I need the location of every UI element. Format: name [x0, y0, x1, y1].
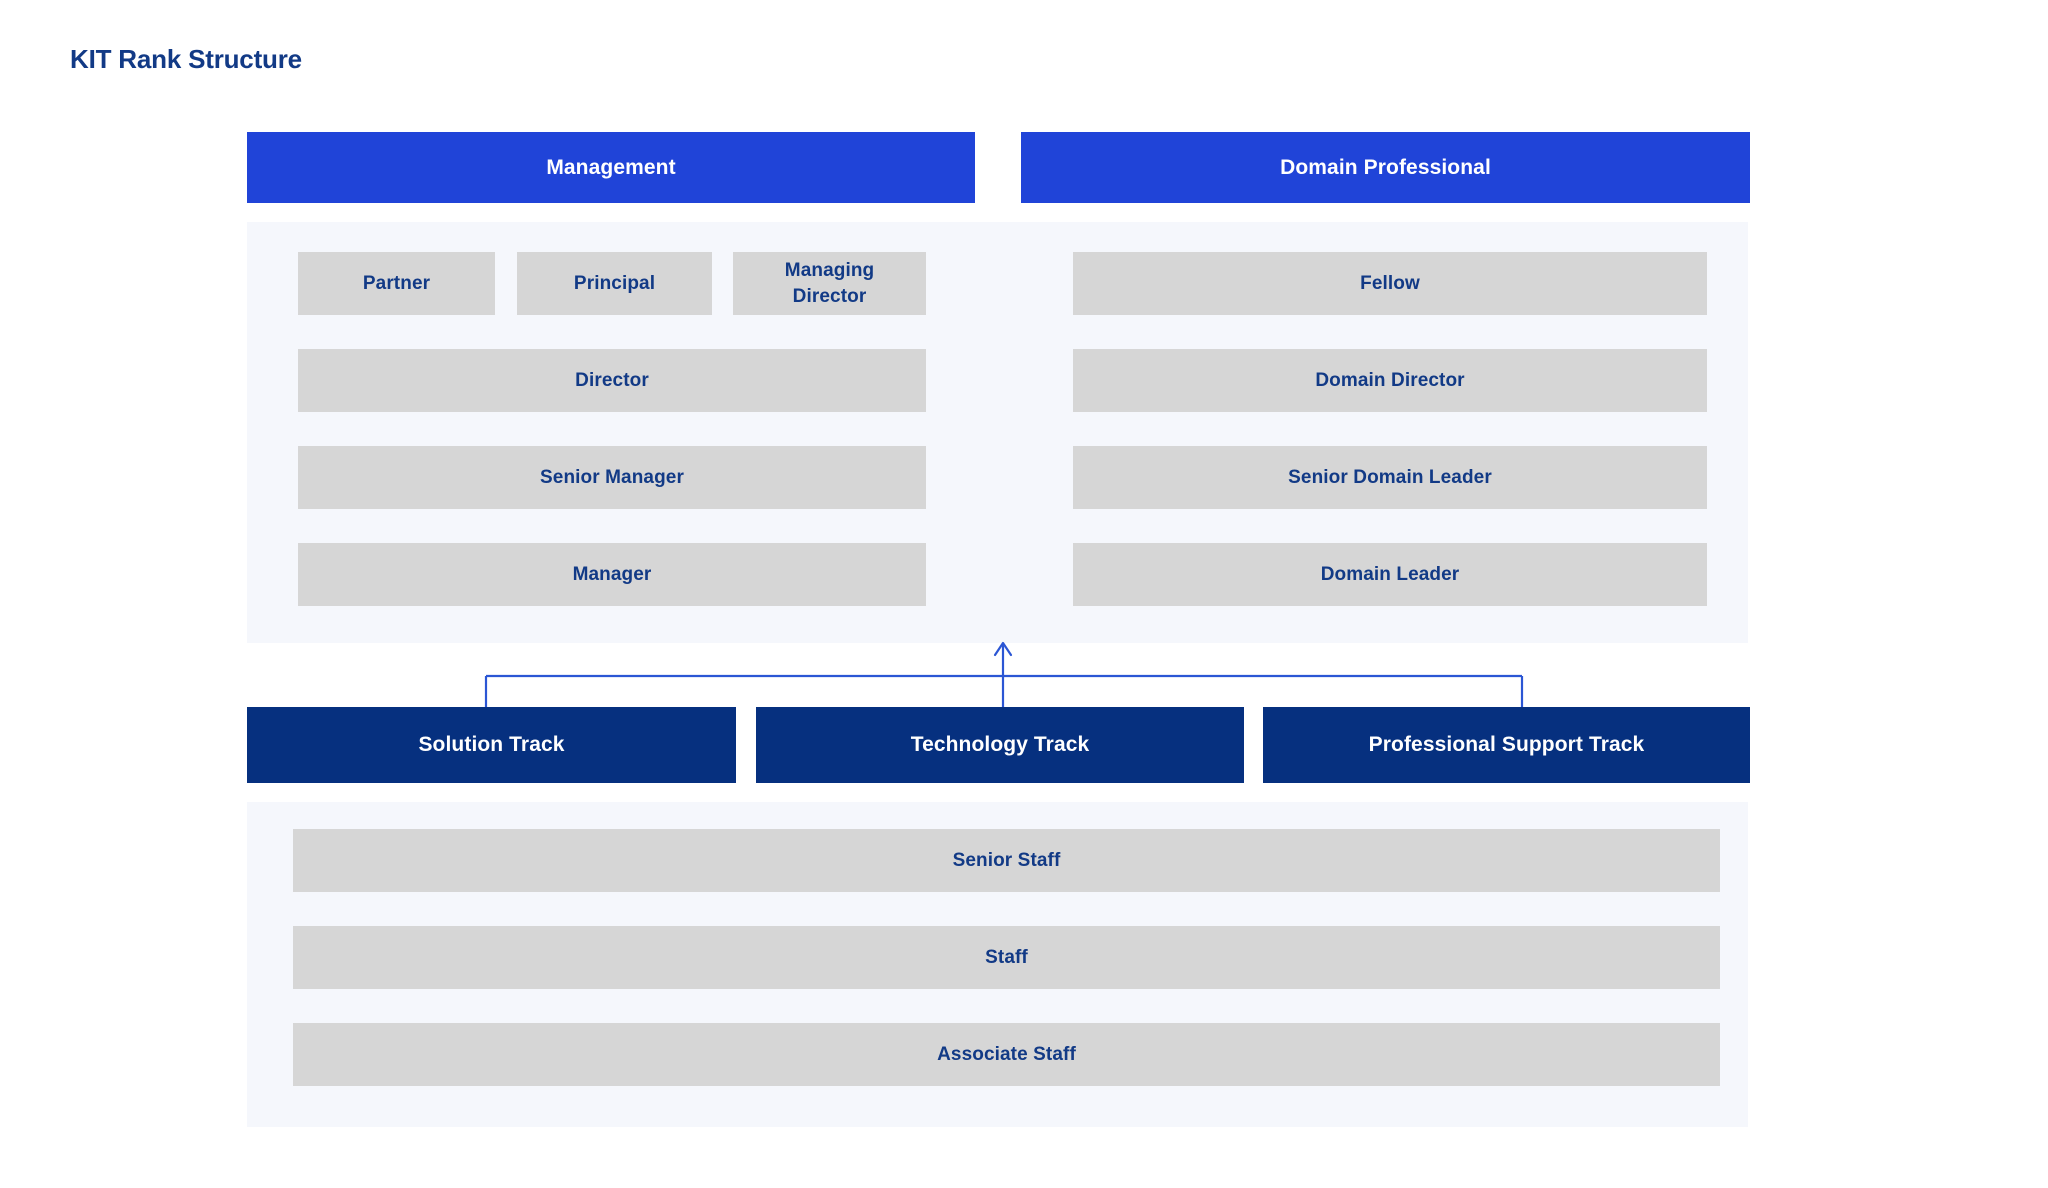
rank-box-domain-leader[interactable]: Domain Leader — [1073, 543, 1707, 606]
rank-box-principal[interactable]: Principal — [517, 252, 712, 315]
rank-box-domain-director[interactable]: Domain Director — [1073, 349, 1707, 412]
track-bar-professional-support-track[interactable]: Professional Support Track — [1263, 707, 1750, 783]
rank-box-staff[interactable]: Staff — [293, 926, 1720, 989]
rank-box-partner[interactable]: Partner — [298, 252, 495, 315]
rank-box-fellow[interactable]: Fellow — [1073, 252, 1707, 315]
rank-box-manager[interactable]: Manager — [298, 543, 926, 606]
arrow-up-icon — [993, 641, 1013, 657]
rank-box-director[interactable]: Director — [298, 349, 926, 412]
rank-box-senior-domain-leader[interactable]: Senior Domain Leader — [1073, 446, 1707, 509]
rank-box-associate-staff[interactable]: Associate Staff — [293, 1023, 1720, 1086]
column-header-management[interactable]: Management — [247, 132, 975, 203]
rank-label-line-1: Managing — [784, 259, 875, 281]
page-title: KIT Rank Structure — [70, 44, 302, 74]
column-header-domain-professional[interactable]: Domain Professional — [1021, 132, 1750, 203]
rank-box-managing-director[interactable]: Managing Director — [733, 252, 926, 315]
rank-label-line-2: Director — [792, 285, 867, 307]
track-bar-technology-track[interactable]: Technology Track — [756, 707, 1244, 783]
rank-box-senior-staff[interactable]: Senior Staff — [293, 829, 1720, 892]
rank-box-senior-manager[interactable]: Senior Manager — [298, 446, 926, 509]
track-bar-solution-track[interactable]: Solution Track — [247, 707, 736, 783]
